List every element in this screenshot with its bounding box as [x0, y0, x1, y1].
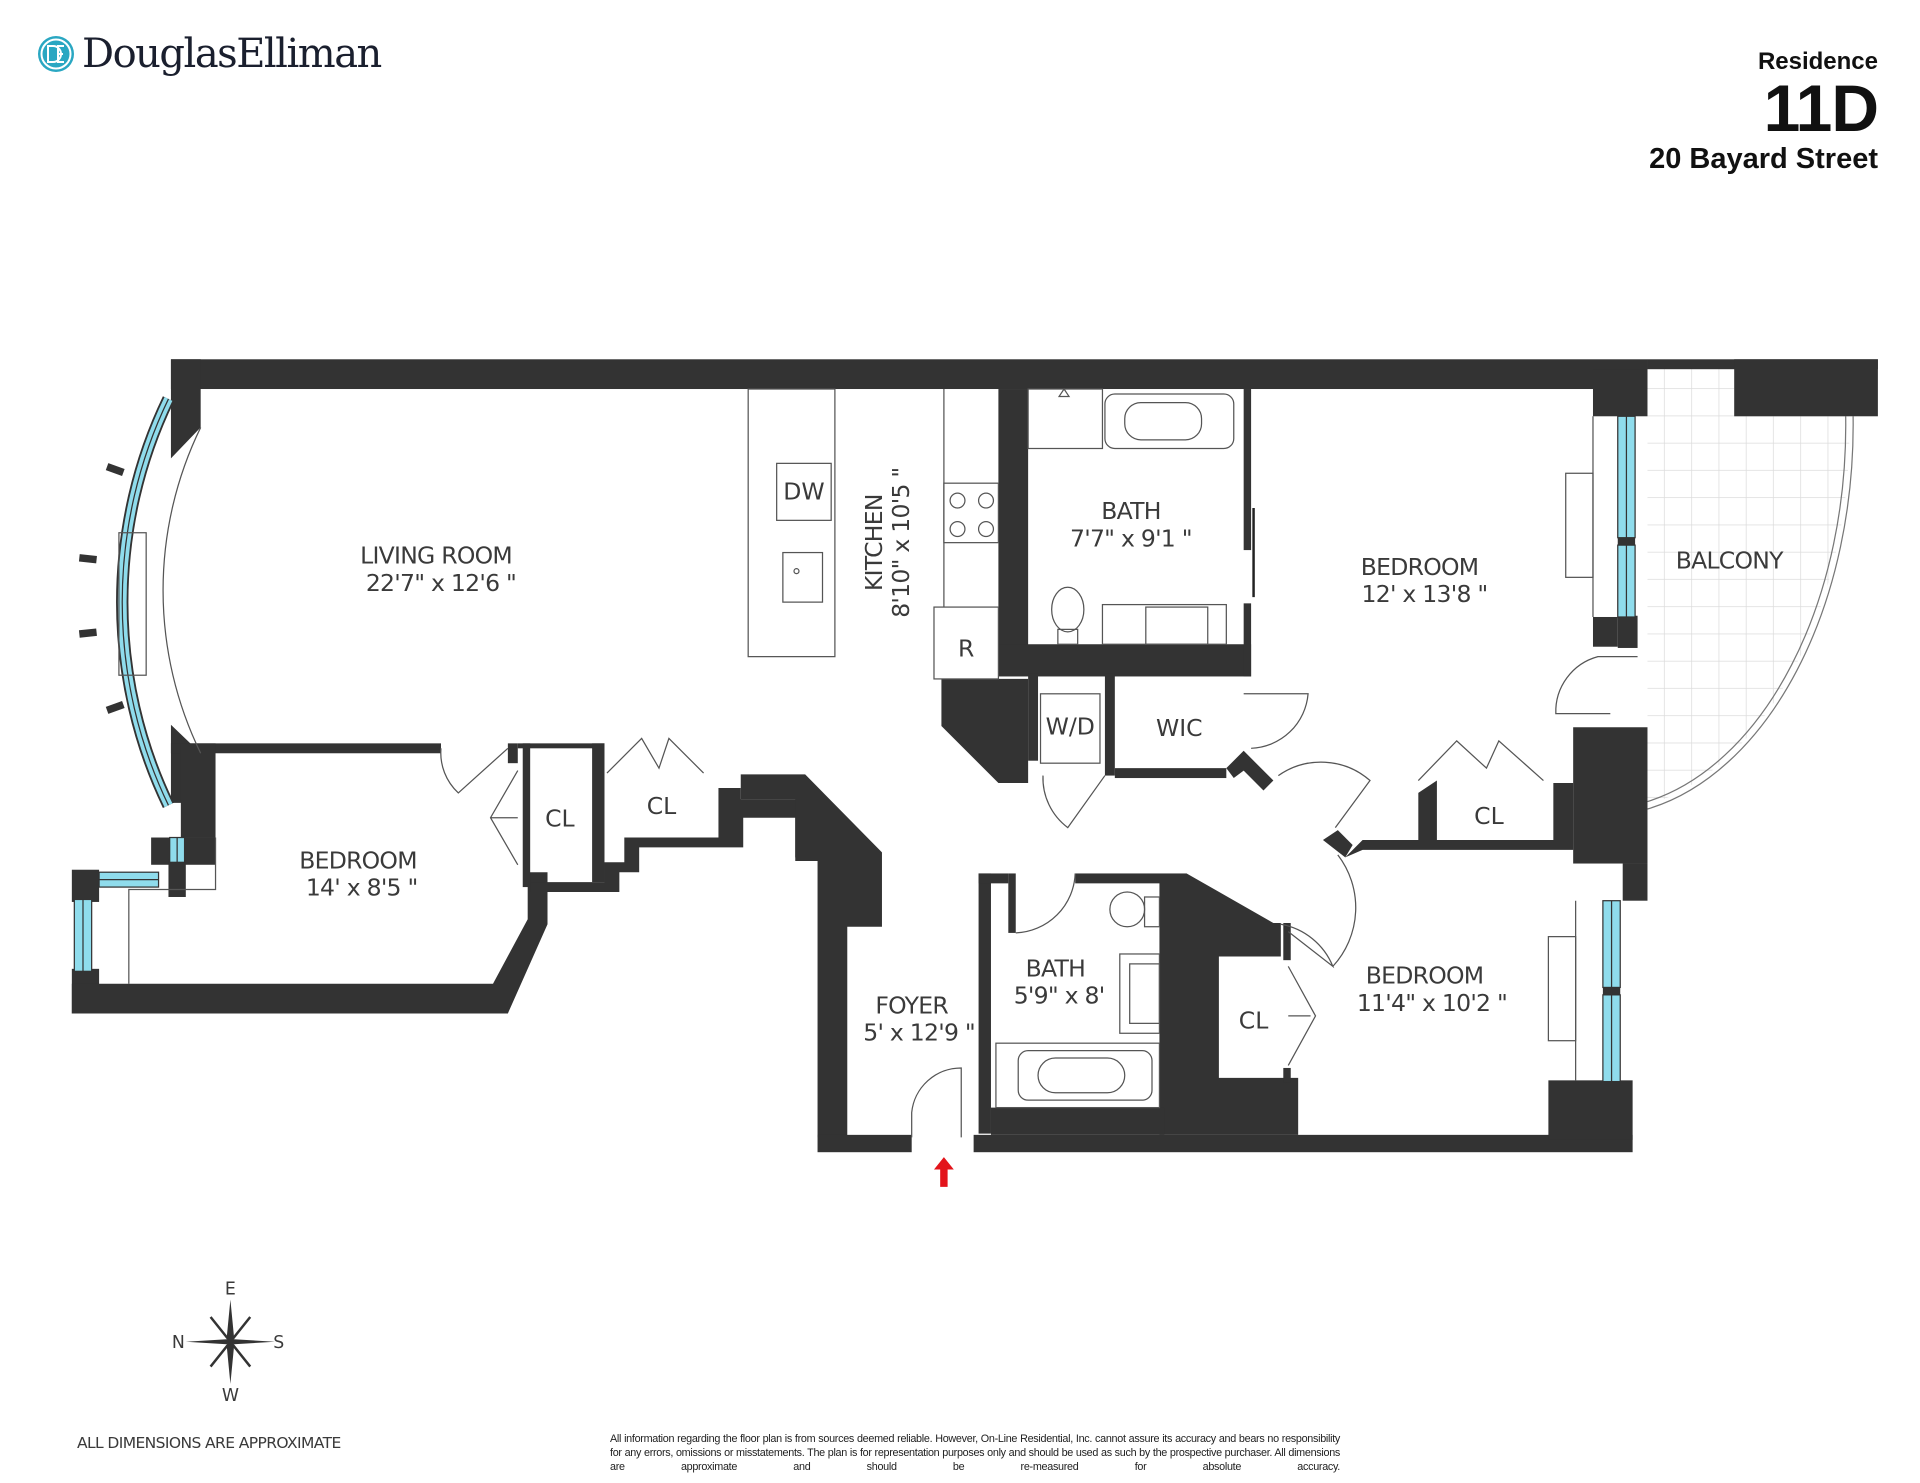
foyer-name: FOYER: [875, 991, 948, 1019]
west-bedroom-name: BEDROOM: [299, 846, 417, 874]
compass-north-label: N: [172, 1333, 185, 1353]
south-bedroom-dims: 11'4" x 10'2 ": [1357, 989, 1507, 1017]
foyer-dims: 5' x 12'9 ": [863, 1019, 975, 1047]
west-bedroom-dims: 14' x 8'5 ": [306, 874, 418, 902]
master-bath-name: BATH: [1101, 497, 1160, 525]
fixtures: [118, 387, 1638, 1138]
dishwasher-label: DW: [783, 477, 824, 505]
living-room-dims: 22'7" x 12'6 ": [366, 569, 516, 597]
closet-label-west-bedroom: CL: [545, 804, 575, 832]
fixture-labels: DW R W/D WIC CL CL CL CL: [545, 477, 1504, 1034]
entry-arrow-icon: [933, 1157, 954, 1187]
compass-east-label: E: [225, 1280, 236, 1300]
kitchen-name: KITCHEN: [860, 494, 888, 591]
washer-dryer-label: W/D: [1046, 713, 1095, 741]
de-monogram-icon: [38, 36, 74, 72]
hall-bath-name: BATH: [1026, 954, 1085, 982]
master-bath-dims: 7'7" x 9'1 ": [1070, 524, 1192, 552]
master-bedroom-dims: 12' x 13'8 ": [1362, 580, 1488, 608]
closet-label-hall: CL: [647, 792, 677, 820]
building-address: 20 Bayard Street: [1649, 143, 1878, 175]
compass-rose-icon: E N S W: [172, 1280, 284, 1407]
room-labels: LIVING ROOM 22'7" x 12'6 " KITCHEN 8'10"…: [299, 468, 1785, 1047]
brand-logo: DouglasElliman: [36, 31, 382, 77]
brand-name: DouglasElliman: [82, 31, 382, 77]
south-bedroom-name: BEDROOM: [1366, 962, 1484, 990]
hall-bath-dims: 5'9" x 8': [1014, 982, 1105, 1010]
disclaimer-text: All information regarding the floor plan…: [610, 1433, 1340, 1473]
master-bedroom-name: BEDROOM: [1361, 553, 1479, 581]
residence-title-block: Residence 11D 20 Bayard Street: [1649, 48, 1879, 176]
compass-south-label: S: [273, 1333, 284, 1353]
compass-west-label: W: [222, 1386, 239, 1406]
closet-label-master: CL: [1474, 802, 1504, 830]
balcony: [1647, 369, 1854, 810]
walls: [71, 359, 1878, 1153]
balcony-name: BALCONY: [1676, 547, 1784, 575]
living-room-name: LIVING ROOM: [360, 542, 512, 570]
walk-in-closet-label: WIC: [1156, 714, 1203, 742]
windows: [73, 396, 1636, 1083]
kitchen-dims: 8'10" x 10'5 ": [887, 468, 915, 618]
unit-number: 11D: [1763, 71, 1879, 145]
residence-label: Residence: [1757, 48, 1878, 75]
refrigerator-label: R: [958, 635, 974, 663]
dimensions-note: ALL DIMENSIONS ARE APPROXIMATE: [77, 1434, 341, 1452]
closet-label-south-bedroom: CL: [1239, 1006, 1269, 1034]
